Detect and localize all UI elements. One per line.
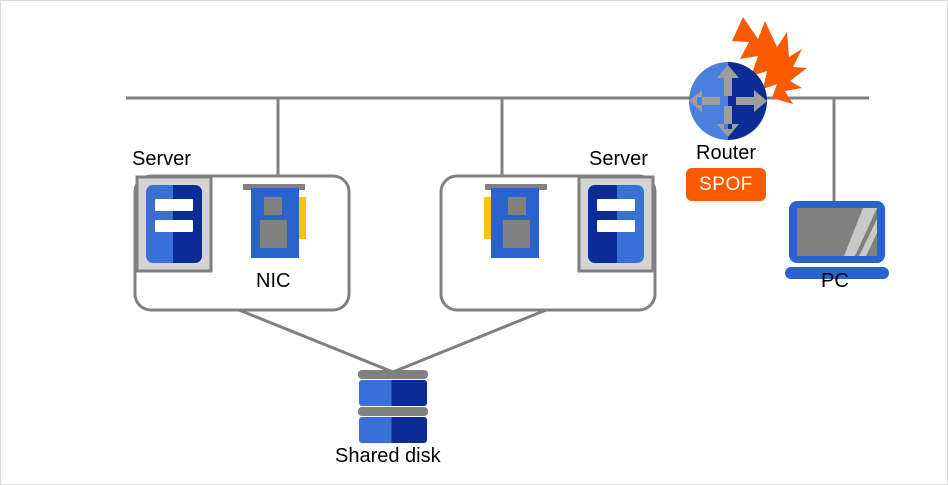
server-left-tower-slot-1 (155, 199, 193, 211)
nic-right-yellow-tab (484, 197, 495, 239)
nic-left-label: NIC (256, 270, 291, 292)
nic-left-yellow-tab (295, 197, 306, 239)
server-right-to-disk-line (392, 308, 547, 374)
pc-base (785, 267, 889, 279)
server-left-nic[interactable] (243, 184, 306, 258)
nic-left-chip-large (260, 220, 287, 248)
server-left-group[interactable] (133, 174, 351, 312)
server-left-to-disk-line (238, 308, 394, 374)
server-right-nic[interactable] (484, 184, 547, 258)
nic-right-chip-small (508, 197, 526, 215)
lightning-burst-icon (732, 17, 807, 104)
disk-bar-middle (358, 407, 428, 416)
server-left-label: Server (132, 148, 191, 170)
spof-badge[interactable]: SPOF (686, 168, 766, 201)
server-right-tower-slot-2 (597, 220, 635, 232)
pc-screen-glare-icon (844, 208, 877, 256)
nic-right-chip-large (503, 220, 530, 248)
disk-platter-1 (359, 380, 427, 406)
nic-right-bracket (485, 184, 547, 190)
disk-bar-top (358, 370, 428, 379)
router-label: Router (696, 142, 757, 164)
router-arrows-icon (689, 65, 767, 137)
server-right-tower-slot-1 (597, 199, 635, 211)
shared-disk-label: Shared disk (335, 445, 441, 467)
shared-disk-group[interactable] (358, 370, 428, 443)
server-right-group[interactable] (439, 174, 657, 312)
disk-platter-2 (359, 417, 427, 443)
nic-left-bracket (243, 184, 305, 190)
router-group[interactable] (689, 17, 807, 140)
pc-group[interactable] (785, 201, 889, 279)
nic-left-chip-small (264, 197, 282, 215)
pc-label: PC (821, 270, 849, 292)
server-right-label: Server (589, 148, 648, 170)
server-left-tower-slot-2 (155, 220, 193, 232)
